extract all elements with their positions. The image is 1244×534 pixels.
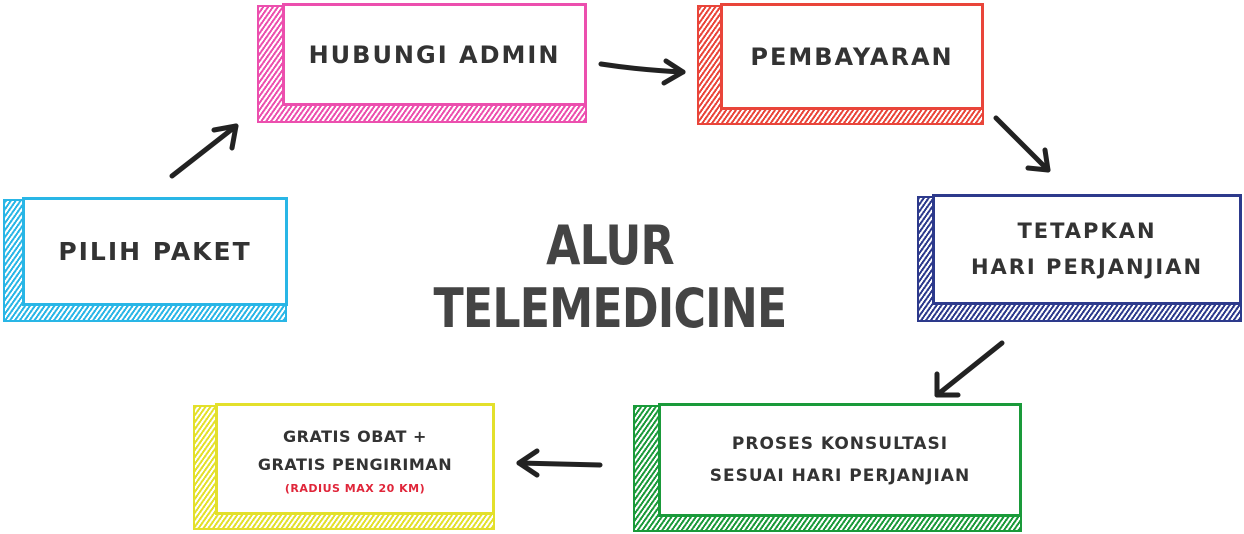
step-label: PILIH PAKET xyxy=(58,237,252,266)
step-pilih-paket: PILIH PAKET xyxy=(22,197,288,306)
arrow-pembayaran-to-tetapkan xyxy=(993,115,1051,173)
arrow-tetapkan-to-proses xyxy=(934,340,1005,398)
arrow-hubungi-to-pembayaran xyxy=(598,58,686,86)
step-note: (RADIUS MAX 20 KM) xyxy=(284,482,426,495)
step-tetapkan-hari-perjanjian: TETAPKAN HARI PERJANJIAN xyxy=(932,194,1242,305)
step-label-line1: TETAPKAN xyxy=(1017,218,1157,243)
arrow-proses-to-gratis xyxy=(516,448,603,478)
step-label-line1: PROSES KONSULTASI xyxy=(731,433,949,454)
step-pembayaran: PEMBAYARAN xyxy=(720,3,984,110)
step-label-line2: HARI PERJANJIAN xyxy=(970,254,1204,279)
step-label-line1: GRATIS OBAT + xyxy=(283,427,427,446)
step-gratis-obat: GRATIS OBAT + GRATIS PENGIRIMAN (RADIUS … xyxy=(215,403,495,515)
step-hubungi-admin: HUBUNGI ADMIN xyxy=(282,3,587,106)
arrow-pilih-to-hubungi xyxy=(169,123,239,179)
diagram-title: ALUR TELEMEDICINE xyxy=(433,214,788,340)
step-label-line2: GRATIS PENGIRIMAN xyxy=(257,455,453,474)
step-proses-konsultasi: PROSES KONSULTASI SESUAI HARI PERJANJIAN xyxy=(658,403,1022,517)
step-label: PEMBAYARAN xyxy=(750,42,954,71)
step-label-line2: SESUAI HARI PERJANJIAN xyxy=(709,466,971,486)
step-label: HUBUNGI ADMIN xyxy=(308,40,561,69)
